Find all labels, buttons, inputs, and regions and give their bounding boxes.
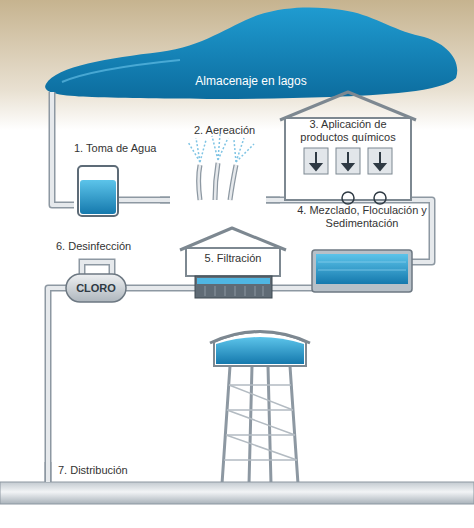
- pipe-body: [160, 198, 170, 202]
- step-label: 3. Aplicación de productos químicos: [285, 118, 411, 144]
- aeration-fountain: [188, 134, 254, 200]
- pipe-body: [286, 286, 300, 290]
- pipe-outline: [48, 288, 56, 482]
- sedimentation-basin: [312, 250, 412, 292]
- distribution-pipe: [0, 482, 474, 504]
- tank-label: CLORO: [66, 281, 126, 295]
- pipe-outline: [286, 285, 300, 292]
- aeration-box: 2. Aereación: [170, 122, 266, 200]
- step-label: 6. Desinfección: [56, 240, 156, 253]
- chemical-box: 3. Aplicación de productos químicos: [280, 92, 416, 202]
- water-tower: [210, 332, 310, 485]
- pipe-connector: [266, 200, 280, 201]
- disinfection-box: 6. DesinfecciónCLORO: [56, 238, 152, 310]
- lake-highlight: [62, 60, 180, 82]
- ground: [0, 0, 474, 130]
- pipe-outline: [266, 197, 280, 204]
- pipe-outline: [152, 285, 180, 292]
- pipe-connector: [48, 288, 56, 482]
- step-label: 7. Distribución: [58, 464, 188, 477]
- pipe-connector: [286, 288, 300, 289]
- basin-box: 4. Mezclado, Floculación y Sedimentación: [300, 204, 424, 298]
- step-label: 4. Mezclado, Floculación y Sedimentación: [296, 204, 428, 230]
- filtration-box: 5. Filtración: [180, 222, 286, 300]
- pipe-connector: [160, 200, 170, 201]
- pipe-connector: [52, 92, 74, 205]
- lake-area: Almacenaje en lagos: [40, 8, 462, 100]
- pipe-body: [266, 198, 280, 202]
- chemical-house: [280, 92, 416, 204]
- pipe-outline: [160, 197, 170, 204]
- lake: [45, 8, 457, 99]
- intake-box: 1. Toma de Agua: [74, 140, 160, 218]
- intake-tank: [78, 166, 118, 216]
- step-label: 1. Toma de Agua: [74, 142, 174, 155]
- pipe-outline: [52, 92, 74, 205]
- pipe-body: [52, 92, 74, 205]
- distribution-band: 7. Distribución: [0, 482, 474, 504]
- step-label: 5. Filtración: [188, 252, 278, 265]
- pipe-connector: [152, 288, 180, 289]
- pipe-body: [48, 288, 56, 482]
- step-label: 2. Aereación: [194, 124, 270, 137]
- pipe-body: [152, 286, 180, 290]
- filtration-house: [180, 228, 286, 298]
- pipe-stubs: [48, 200, 424, 482]
- step-label: Almacenaje en lagos: [166, 74, 336, 89]
- chlorine-tank: [66, 274, 126, 302]
